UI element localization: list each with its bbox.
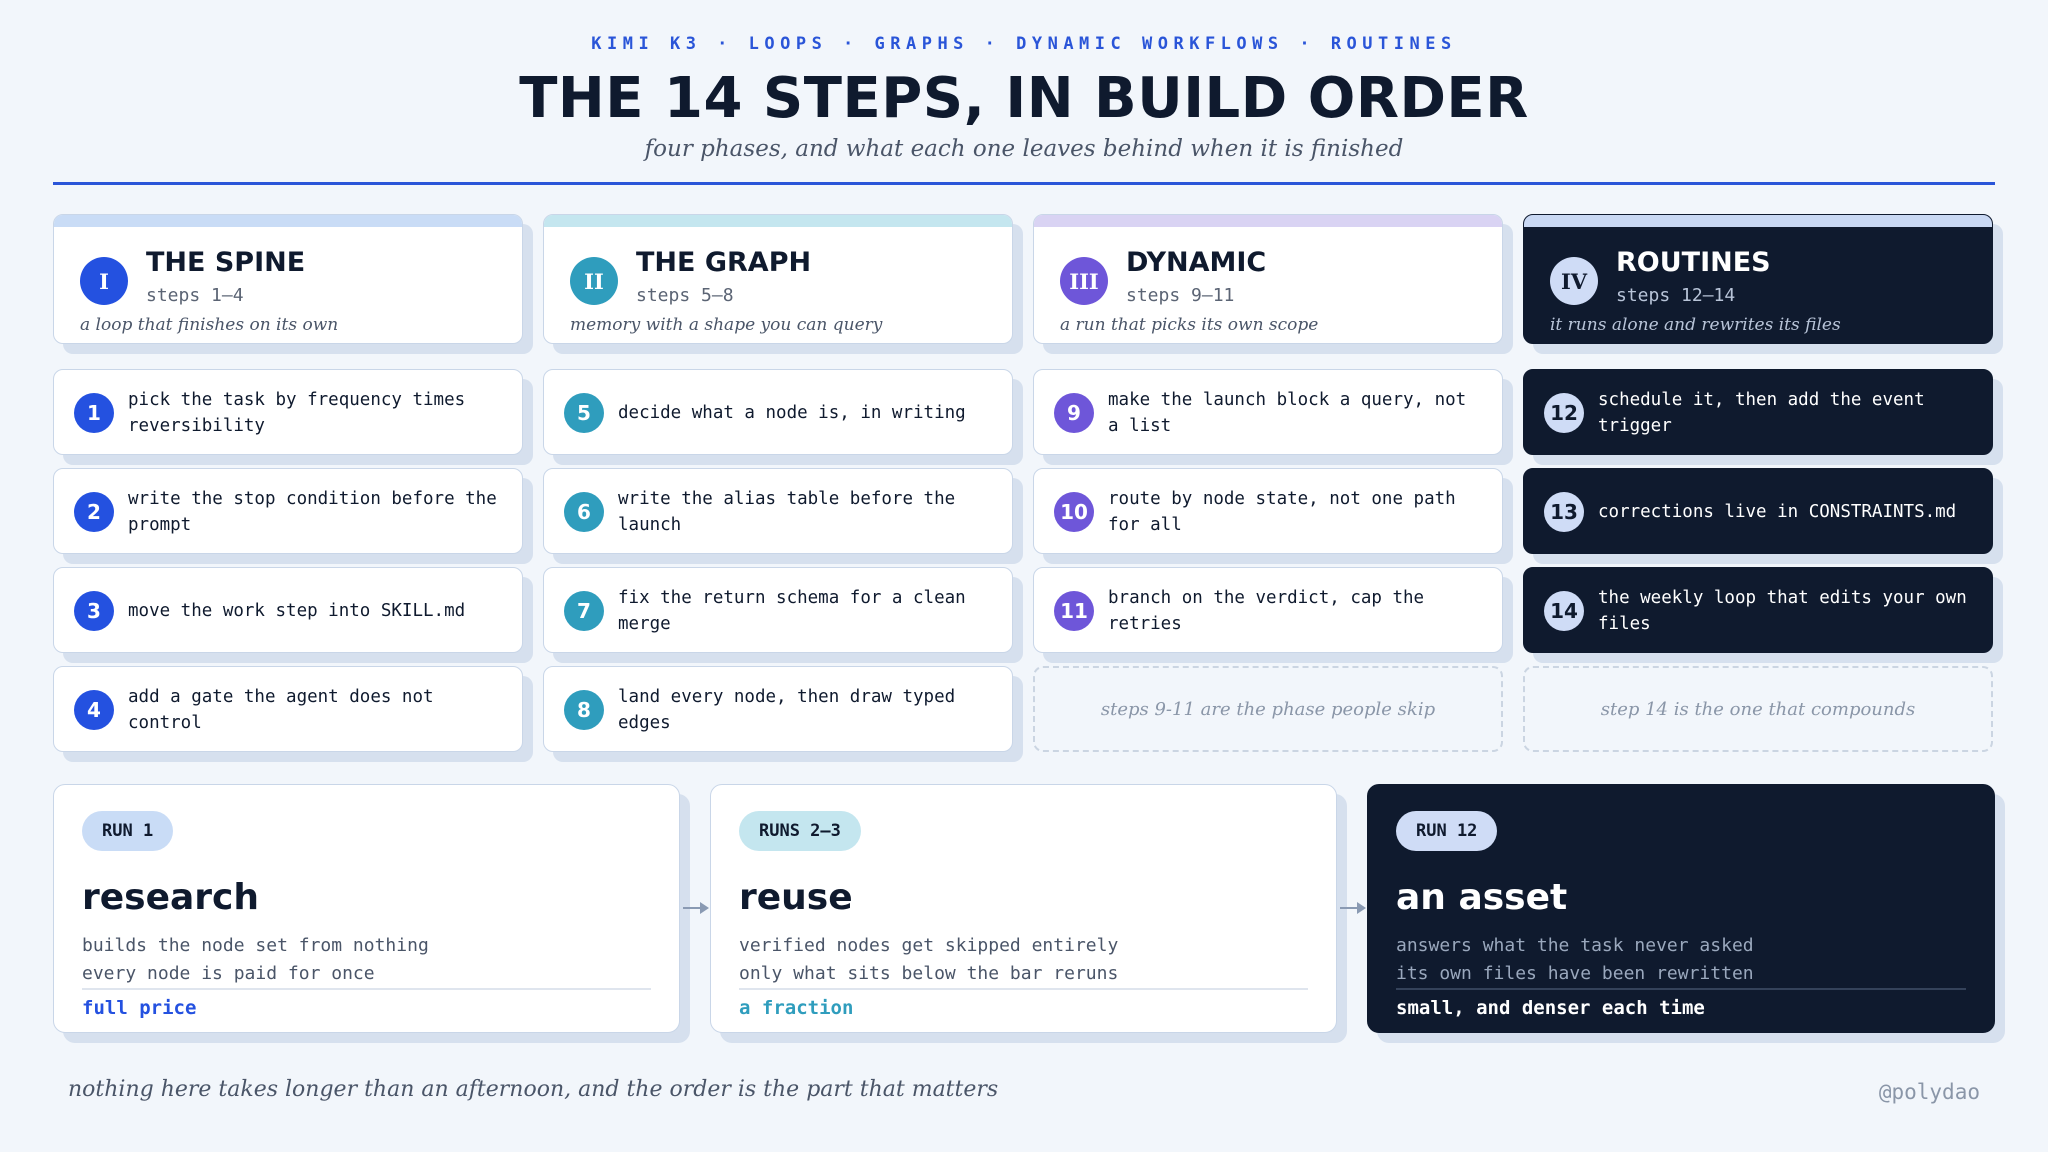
- run-result: small, and denser each time: [1396, 997, 1705, 1019]
- run-result: a fraction: [739, 997, 854, 1019]
- phase-card-spine: I THE SPINE steps 1–4 a loop that finish…: [53, 214, 523, 344]
- phase-color-bar: [54, 215, 522, 227]
- phase-note-routines: step 14 is the one that compounds: [1523, 666, 1993, 752]
- step-text: route by node state, not one path for al…: [1108, 489, 1456, 535]
- step-card-7: 7 fix the return schema for a clean merg…: [543, 567, 1013, 653]
- step-card-5: 5 decide what a node is, in writing: [543, 369, 1013, 455]
- step-number-badge: 10: [1054, 492, 1094, 532]
- phase-steps-label: steps 5–8: [636, 285, 734, 306]
- step-text: branch on the verdict, cap the retries: [1108, 588, 1425, 634]
- step-card-11: 11 branch on the verdict, cap the retrie…: [1033, 567, 1503, 653]
- phase-name: ROUTINES: [1616, 247, 1771, 278]
- author-handle: @polydao: [1878, 1080, 1980, 1104]
- arrow-right-icon: [683, 902, 709, 914]
- run-divider: [82, 988, 651, 990]
- step-text: pick the task by frequency times reversi…: [128, 390, 466, 436]
- run-title: an asset: [1396, 877, 1568, 918]
- step-number-badge: 3: [74, 591, 114, 631]
- step-card-1: 1 pick the task by frequency times rever…: [53, 369, 523, 455]
- run-title: reuse: [739, 877, 853, 918]
- phase-numeral-badge: III: [1060, 257, 1108, 305]
- run-badge: RUN 12: [1396, 811, 1498, 851]
- step-card-12: 12 schedule it, then add the event trigg…: [1523, 369, 1993, 455]
- phase-card-dynamic: III DYNAMIC steps 9–11 a run that picks …: [1033, 214, 1503, 344]
- step-text: add a gate the agent does not control: [128, 687, 434, 733]
- run-divider: [739, 988, 1308, 990]
- run-description-line: every node is paid for once: [82, 963, 375, 984]
- phase-description: it runs alone and rewrites its files: [1550, 315, 1841, 335]
- step-number-badge: 11: [1054, 591, 1094, 631]
- phase-card-graph: II THE GRAPH steps 5–8 memory with a sha…: [543, 214, 1013, 344]
- phase-numeral-badge: II: [570, 257, 618, 305]
- phase-color-bar: [1524, 215, 1992, 227]
- step-text: write the alias table before the launch: [618, 489, 956, 535]
- phase-steps-label: steps 9–11: [1126, 285, 1235, 306]
- header-kicker: KIMI K3 · LOOPS · GRAPHS · DYNAMIC WORKF…: [591, 34, 1457, 54]
- run-card-2-3: RUNS 2–3 reuse verified nodes get skippe…: [710, 784, 1337, 1033]
- step-text: land every node, then draw typed edges: [618, 687, 956, 733]
- phase-name: DYNAMIC: [1126, 247, 1267, 278]
- phase-description: a loop that finishes on its own: [80, 315, 339, 335]
- step-number-badge: 2: [74, 492, 114, 532]
- step-card-14: 14 the weekly loop that edits your own f…: [1523, 567, 1993, 653]
- run-card-1: RUN 1 research builds the node set from …: [53, 784, 680, 1033]
- run-result: full price: [82, 997, 197, 1019]
- step-text: decide what a node is, in writing: [618, 403, 966, 423]
- run-description-line: answers what the task never asked: [1396, 935, 1754, 956]
- phase-name: THE GRAPH: [636, 247, 812, 278]
- run-badge: RUNS 2–3: [739, 811, 861, 851]
- run-description-line: verified nodes get skipped entirely: [739, 935, 1119, 956]
- step-text: the weekly loop that edits your own file…: [1598, 588, 1967, 634]
- phase-numeral-badge: I: [80, 257, 128, 305]
- phase-color-bar: [544, 215, 1012, 227]
- step-card-2: 2 write the stop condition before the pr…: [53, 468, 523, 554]
- step-text: move the work step into SKILL.md: [128, 601, 466, 621]
- footer-note: nothing here takes longer than an aftern…: [68, 1077, 999, 1102]
- step-card-3: 3 move the work step into SKILL.md: [53, 567, 523, 653]
- step-number-badge: 13: [1544, 492, 1584, 532]
- run-description-line: builds the node set from nothing: [82, 935, 429, 956]
- run-title: research: [82, 877, 260, 918]
- step-card-8: 8 land every node, then draw typed edges: [543, 666, 1013, 752]
- phase-color-bar: [1034, 215, 1502, 227]
- run-divider: [1396, 988, 1966, 990]
- step-number-badge: 14: [1544, 591, 1584, 631]
- step-text: corrections live in CONSTRAINTS.md: [1598, 502, 1957, 522]
- step-card-4: 4 add a gate the agent does not control: [53, 666, 523, 752]
- step-text: schedule it, then add the event trigger: [1598, 390, 1925, 436]
- arrow-right-icon: [1340, 902, 1366, 914]
- step-number-badge: 5: [564, 393, 604, 433]
- step-number-badge: 1: [74, 393, 114, 433]
- phase-description: memory with a shape you can query: [570, 315, 883, 335]
- step-card-9: 9 make the launch block a query, not a l…: [1033, 369, 1503, 455]
- page-subtitle: four phases, and what each one leaves be…: [644, 136, 1404, 162]
- step-card-13: 13 corrections live in CONSTRAINTS.md: [1523, 468, 1993, 554]
- phase-card-routines: IV ROUTINES steps 12–14 it runs alone an…: [1523, 214, 1993, 344]
- step-number-badge: 7: [564, 591, 604, 631]
- step-number-badge: 12: [1544, 393, 1584, 433]
- step-number-badge: 9: [1054, 393, 1094, 433]
- header-divider: [53, 182, 1995, 185]
- page-title: THE 14 STEPS, IN BUILD ORDER: [519, 66, 1529, 131]
- phase-steps-label: steps 12–14: [1616, 285, 1736, 306]
- phase-numeral-badge: IV: [1550, 257, 1598, 305]
- phase-description: a run that picks its own scope: [1060, 315, 1319, 335]
- run-description-line: its own files have been rewritten: [1396, 963, 1754, 984]
- step-card-6: 6 write the alias table before the launc…: [543, 468, 1013, 554]
- step-number-badge: 4: [74, 690, 114, 730]
- phase-note-dynamic: steps 9-11 are the phase people skip: [1033, 666, 1503, 752]
- step-card-10: 10 route by node state, not one path for…: [1033, 468, 1503, 554]
- step-text: write the stop condition before the prom…: [128, 489, 497, 535]
- step-text: make the launch block a query, not a lis…: [1108, 390, 1467, 436]
- run-badge: RUN 1: [82, 811, 174, 851]
- phase-name: THE SPINE: [146, 247, 306, 278]
- step-number-badge: 8: [564, 690, 604, 730]
- step-number-badge: 6: [564, 492, 604, 532]
- phase-steps-label: steps 1–4: [146, 285, 244, 306]
- run-card-12: RUN 12 an asset answers what the task ne…: [1367, 784, 1995, 1033]
- step-text: fix the return schema for a clean merge: [618, 588, 966, 634]
- run-description-line: only what sits below the bar reruns: [739, 963, 1119, 984]
